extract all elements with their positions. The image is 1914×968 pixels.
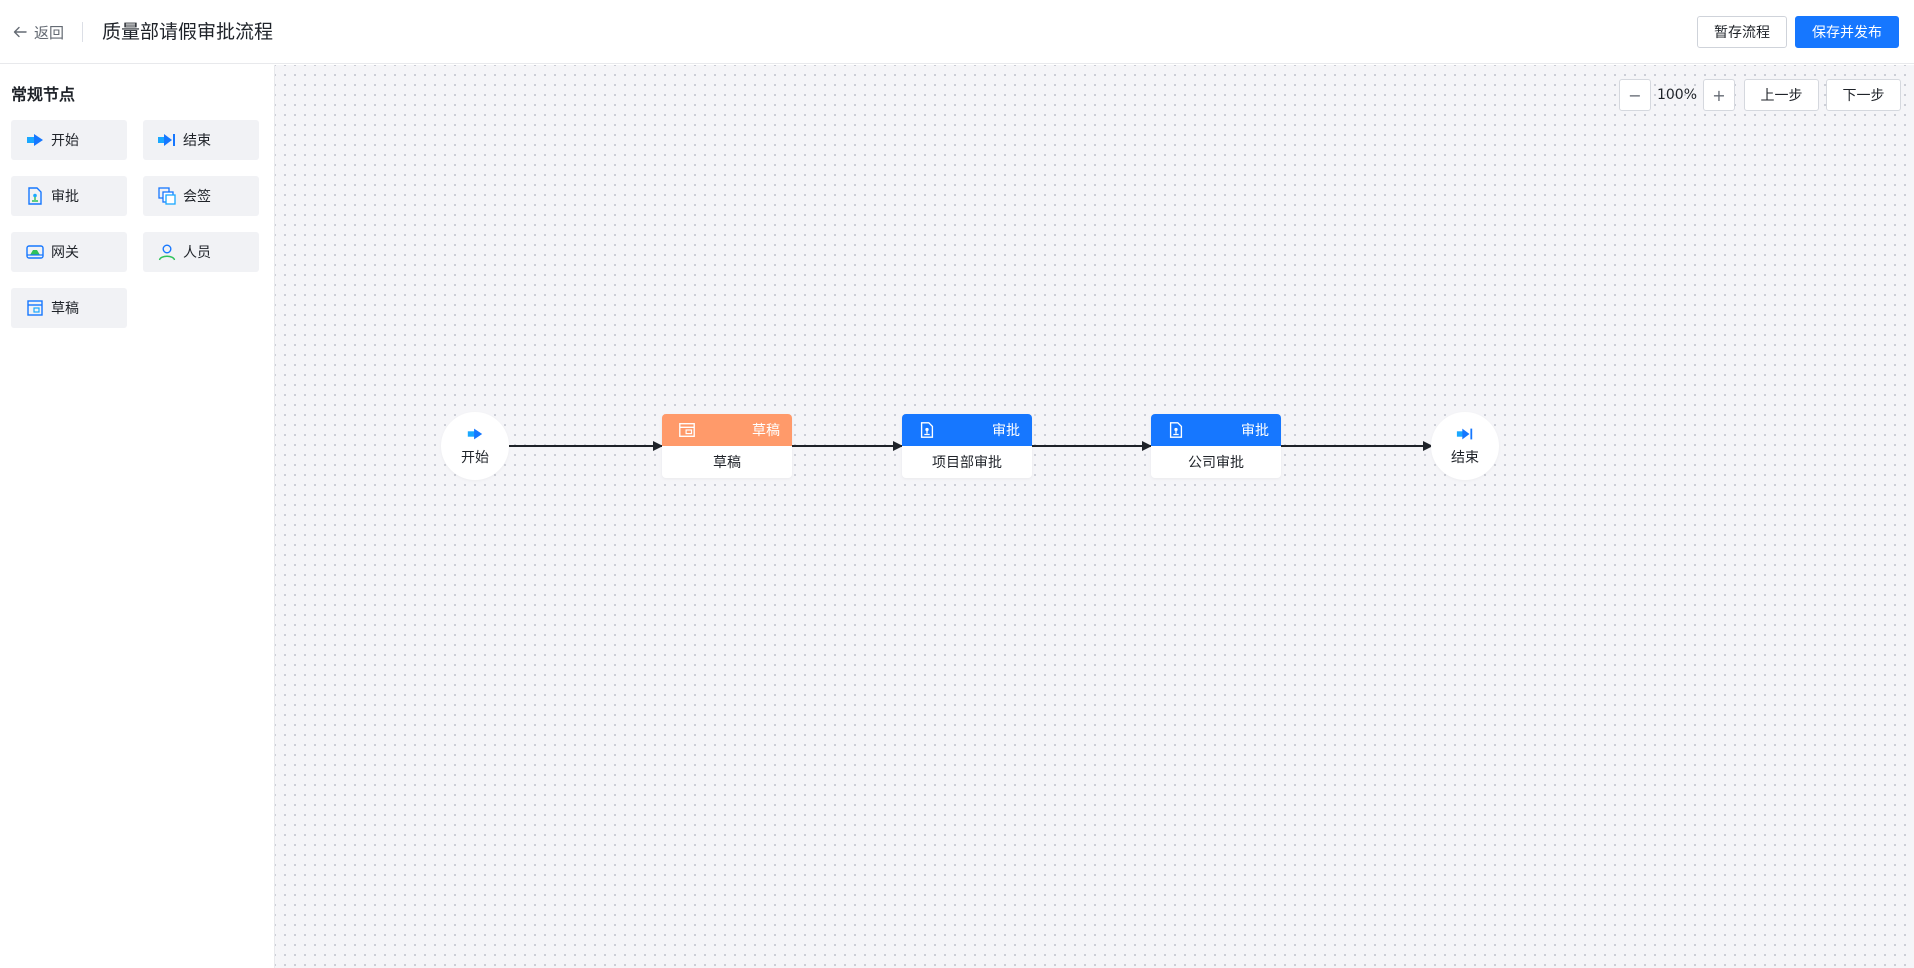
arrow-left-icon xyxy=(13,26,27,38)
palette-item-countersign[interactable]: 会签 xyxy=(143,176,259,216)
node-palette-sidebar: 常规节点 开始 结束 审批 会签 网关 人员 xyxy=(0,65,274,968)
person-icon xyxy=(157,242,177,262)
node-type-label: 审批 xyxy=(1241,423,1269,439)
palette-item-label: 审批 xyxy=(51,189,79,205)
temp-save-button[interactable]: 暂存流程 xyxy=(1697,16,1787,48)
palette-item-person[interactable]: 人员 xyxy=(143,232,259,272)
start-arrow-icon xyxy=(467,428,483,440)
flow-start-node[interactable]: 开始 xyxy=(441,412,509,480)
zoom-out-button[interactable]: − xyxy=(1619,79,1651,111)
node-name: 草稿 xyxy=(713,455,741,471)
start-arrow-icon xyxy=(25,130,45,150)
draft-icon xyxy=(679,423,695,437)
flow-node-project-approval[interactable]: 审批 项目部审批 xyxy=(902,414,1032,478)
flow-canvas[interactable]: − 100% + 上一步 下一步 开始 草稿 草稿 审批 项目部审批 xyxy=(274,65,1914,968)
palette-item-label: 开始 xyxy=(51,133,79,149)
node-type-label: 审批 xyxy=(992,423,1020,439)
node-header: 草稿 xyxy=(662,414,792,446)
palette-item-label: 会签 xyxy=(183,189,211,205)
palette-item-approval[interactable]: 审批 xyxy=(11,176,127,216)
palette-item-end[interactable]: 结束 xyxy=(143,120,259,160)
gateway-icon xyxy=(25,242,45,262)
node-header: 审批 xyxy=(1151,414,1281,446)
node-name: 公司审批 xyxy=(1188,455,1244,471)
top-header: 返回 质量部请假审批流程 暂存流程 保存并发布 xyxy=(0,0,1914,64)
flow-edges xyxy=(509,441,1433,451)
undo-button[interactable]: 上一步 xyxy=(1744,79,1819,111)
save-publish-button[interactable]: 保存并发布 xyxy=(1795,16,1899,48)
palette-item-label: 结束 xyxy=(183,133,211,149)
approval-doc-icon xyxy=(920,422,934,438)
palette-item-label: 人员 xyxy=(183,245,211,261)
palette-item-label: 草稿 xyxy=(51,301,79,317)
start-node-label: 开始 xyxy=(461,450,489,466)
page-title: 质量部请假审批流程 xyxy=(102,21,274,43)
end-arrow-icon xyxy=(1456,428,1473,440)
flow-node-draft[interactable]: 草稿 草稿 xyxy=(662,414,792,478)
palette-item-draft[interactable]: 草稿 xyxy=(11,288,127,328)
palette-item-gateway[interactable]: 网关 xyxy=(11,232,127,272)
node-type-label: 草稿 xyxy=(752,423,780,439)
end-arrow-icon xyxy=(157,130,177,150)
palette-section-title: 常规节点 xyxy=(11,85,76,104)
draft-icon xyxy=(25,298,45,318)
node-header: 审批 xyxy=(902,414,1032,446)
zoom-in-button[interactable]: + xyxy=(1703,79,1735,111)
countersign-icon xyxy=(157,186,177,206)
header-divider xyxy=(82,22,83,42)
end-node-label: 结束 xyxy=(1451,450,1479,466)
redo-button[interactable]: 下一步 xyxy=(1826,79,1901,111)
flow-end-node[interactable]: 结束 xyxy=(1431,412,1499,480)
node-name: 项目部审批 xyxy=(932,455,1002,471)
palette-item-label: 网关 xyxy=(51,245,79,261)
zoom-level: 100% xyxy=(1656,87,1698,103)
approval-doc-icon xyxy=(25,186,45,206)
back-label: 返回 xyxy=(34,23,65,42)
palette-item-start[interactable]: 开始 xyxy=(11,120,127,160)
flow-node-company-approval[interactable]: 审批 公司审批 xyxy=(1151,414,1281,478)
approval-doc-icon xyxy=(1169,422,1183,438)
back-button[interactable]: 返回 xyxy=(12,20,64,44)
